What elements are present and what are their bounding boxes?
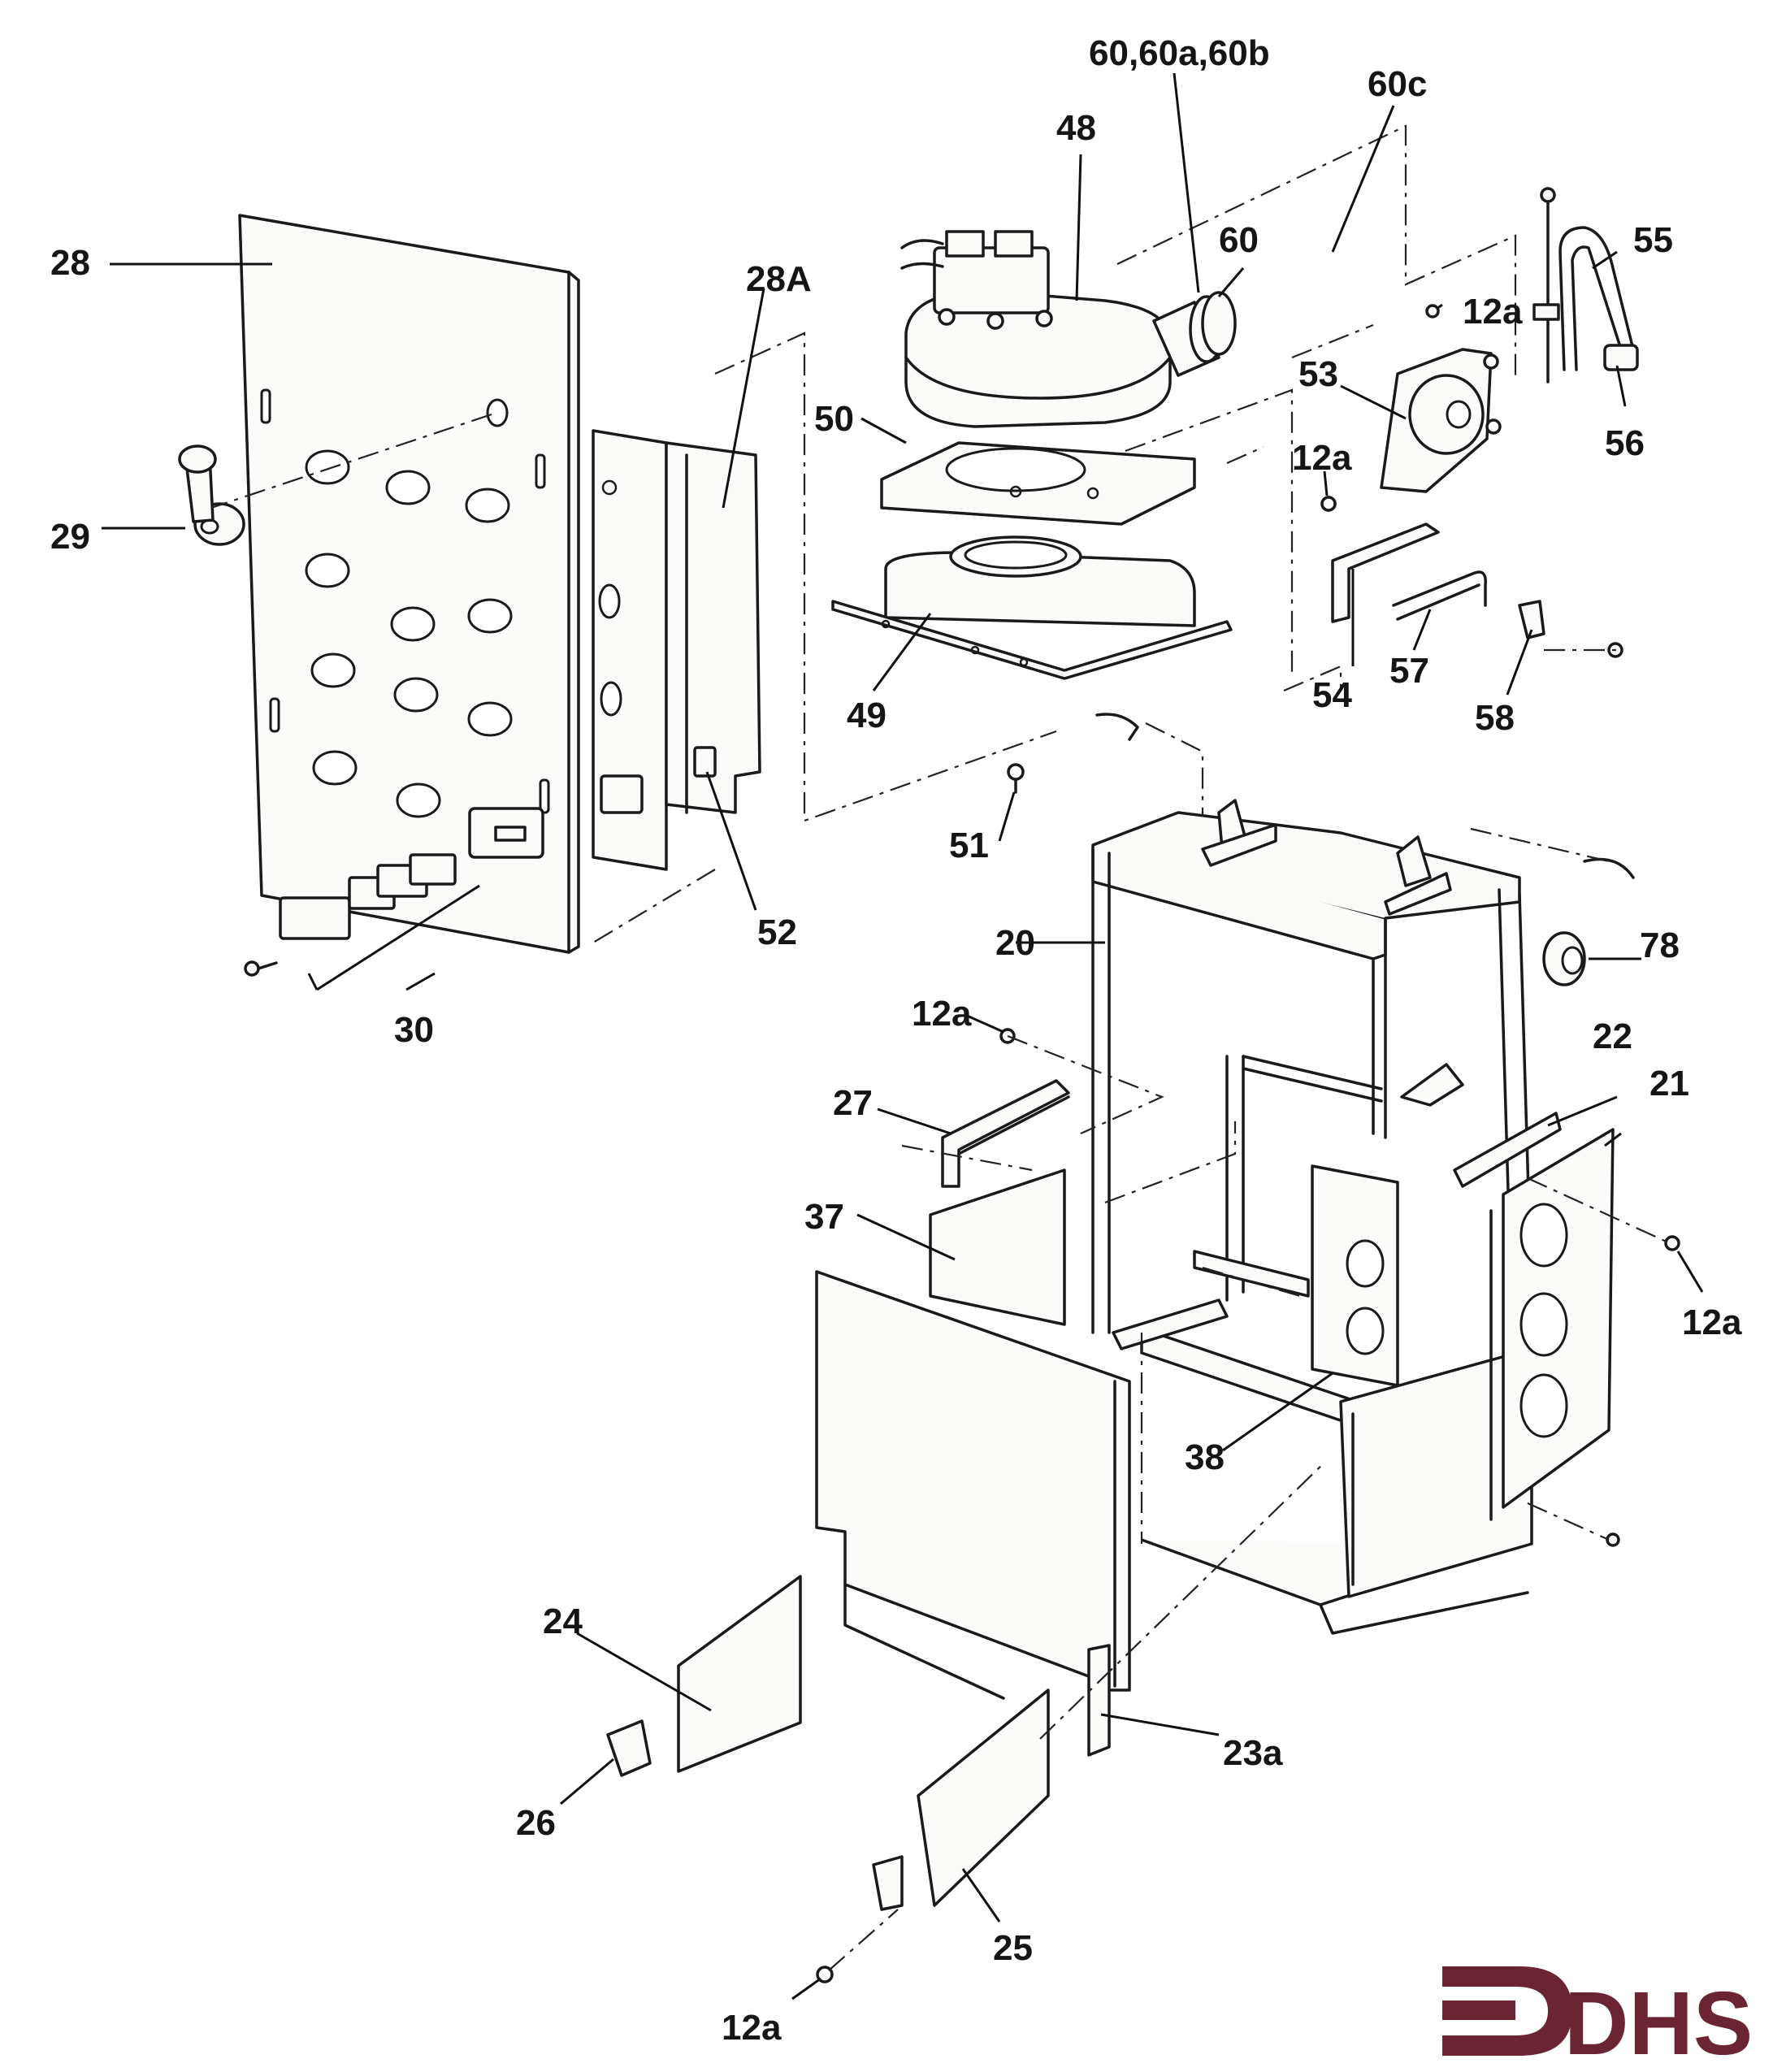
knob-29 bbox=[178, 444, 245, 546]
callout-23a: 23a bbox=[1223, 1733, 1283, 1773]
front-cover-panel bbox=[815, 1270, 1131, 1700]
callout-12a-mid: 12a bbox=[1292, 438, 1352, 478]
panel-switch-plate bbox=[468, 807, 544, 859]
callout-60c: 60c bbox=[1368, 64, 1427, 104]
callout-28A: 28A bbox=[746, 259, 812, 299]
callout-labels: 28 28A 29 30 48 60,60a,60b 60c 60 50 49 … bbox=[50, 33, 1742, 2048]
callout-57: 57 bbox=[1389, 651, 1429, 691]
callout-38: 38 bbox=[1185, 1437, 1225, 1477]
callout-51: 51 bbox=[949, 826, 989, 865]
callout-21: 21 bbox=[1649, 1064, 1689, 1103]
panel-37 bbox=[929, 1168, 1066, 1326]
inner-panel-28A bbox=[592, 429, 761, 871]
casing-clips bbox=[1095, 713, 1635, 916]
strip-23a bbox=[1087, 1644, 1111, 1757]
callout-60-60a-60b: 60,60a,60b bbox=[1089, 33, 1270, 73]
callout-28: 28 bbox=[50, 243, 90, 283]
chamber-38 bbox=[1112, 1164, 1399, 1387]
gasket-50 bbox=[880, 441, 1196, 526]
bottom-clip bbox=[816, 1855, 904, 1983]
collector-49 bbox=[831, 535, 1233, 680]
callout-49: 49 bbox=[847, 696, 886, 735]
callout-29: 29 bbox=[50, 517, 90, 557]
callout-55: 55 bbox=[1633, 220, 1673, 260]
panel-vent-holes bbox=[260, 388, 550, 818]
side-panel-21 bbox=[1489, 1128, 1680, 1547]
callout-24: 24 bbox=[543, 1602, 583, 1641]
clip-58 bbox=[1518, 600, 1623, 658]
clip-52 bbox=[693, 746, 717, 778]
clips-30 bbox=[244, 853, 457, 977]
pressure-switch-53 bbox=[1380, 348, 1502, 493]
tube-57 bbox=[1392, 570, 1487, 621]
callout-12a-right: 12a bbox=[1682, 1303, 1742, 1342]
callout-20: 20 bbox=[995, 923, 1035, 963]
panel-25 bbox=[917, 1688, 1050, 1907]
callout-27: 27 bbox=[833, 1083, 873, 1123]
callout-60: 60 bbox=[1219, 220, 1259, 260]
callout-22: 22 bbox=[1593, 1016, 1632, 1056]
hose-55 bbox=[1532, 187, 1639, 384]
callout-37: 37 bbox=[804, 1197, 844, 1237]
bracket-27 bbox=[941, 1079, 1070, 1188]
front-panel-28 bbox=[238, 214, 580, 954]
callout-58: 58 bbox=[1475, 698, 1515, 738]
screw-51 bbox=[1007, 763, 1025, 794]
callout-52: 52 bbox=[757, 912, 797, 952]
fan-assembly-48 bbox=[900, 230, 1237, 428]
callout-53: 53 bbox=[1298, 354, 1338, 394]
side-panel-22 bbox=[1453, 1112, 1562, 1188]
callout-12a-casing: 12a bbox=[912, 994, 972, 1034]
callout-48: 48 bbox=[1056, 108, 1096, 148]
panel-24 bbox=[677, 1575, 802, 1773]
leader-lines bbox=[102, 72, 1704, 2000]
callout-78: 78 bbox=[1640, 925, 1680, 965]
bracket-54 bbox=[1320, 496, 1440, 623]
callout-12a-top: 12a bbox=[1463, 292, 1523, 332]
callout-30: 30 bbox=[394, 1010, 434, 1050]
callout-54: 54 bbox=[1312, 675, 1352, 715]
callout-26: 26 bbox=[516, 1803, 556, 1843]
grommet-78 bbox=[1542, 931, 1586, 986]
callout-25: 25 bbox=[993, 1928, 1033, 1968]
callout-50: 50 bbox=[814, 399, 854, 439]
clip-26 bbox=[606, 1719, 652, 1777]
dhs-logo: DHS bbox=[1442, 1966, 1753, 2072]
assembly-lines bbox=[210, 124, 1671, 1971]
callout-12a-bottom: 12a bbox=[722, 2008, 782, 2048]
logo-text: DHS bbox=[1564, 1974, 1753, 2072]
callout-56: 56 bbox=[1605, 423, 1645, 463]
